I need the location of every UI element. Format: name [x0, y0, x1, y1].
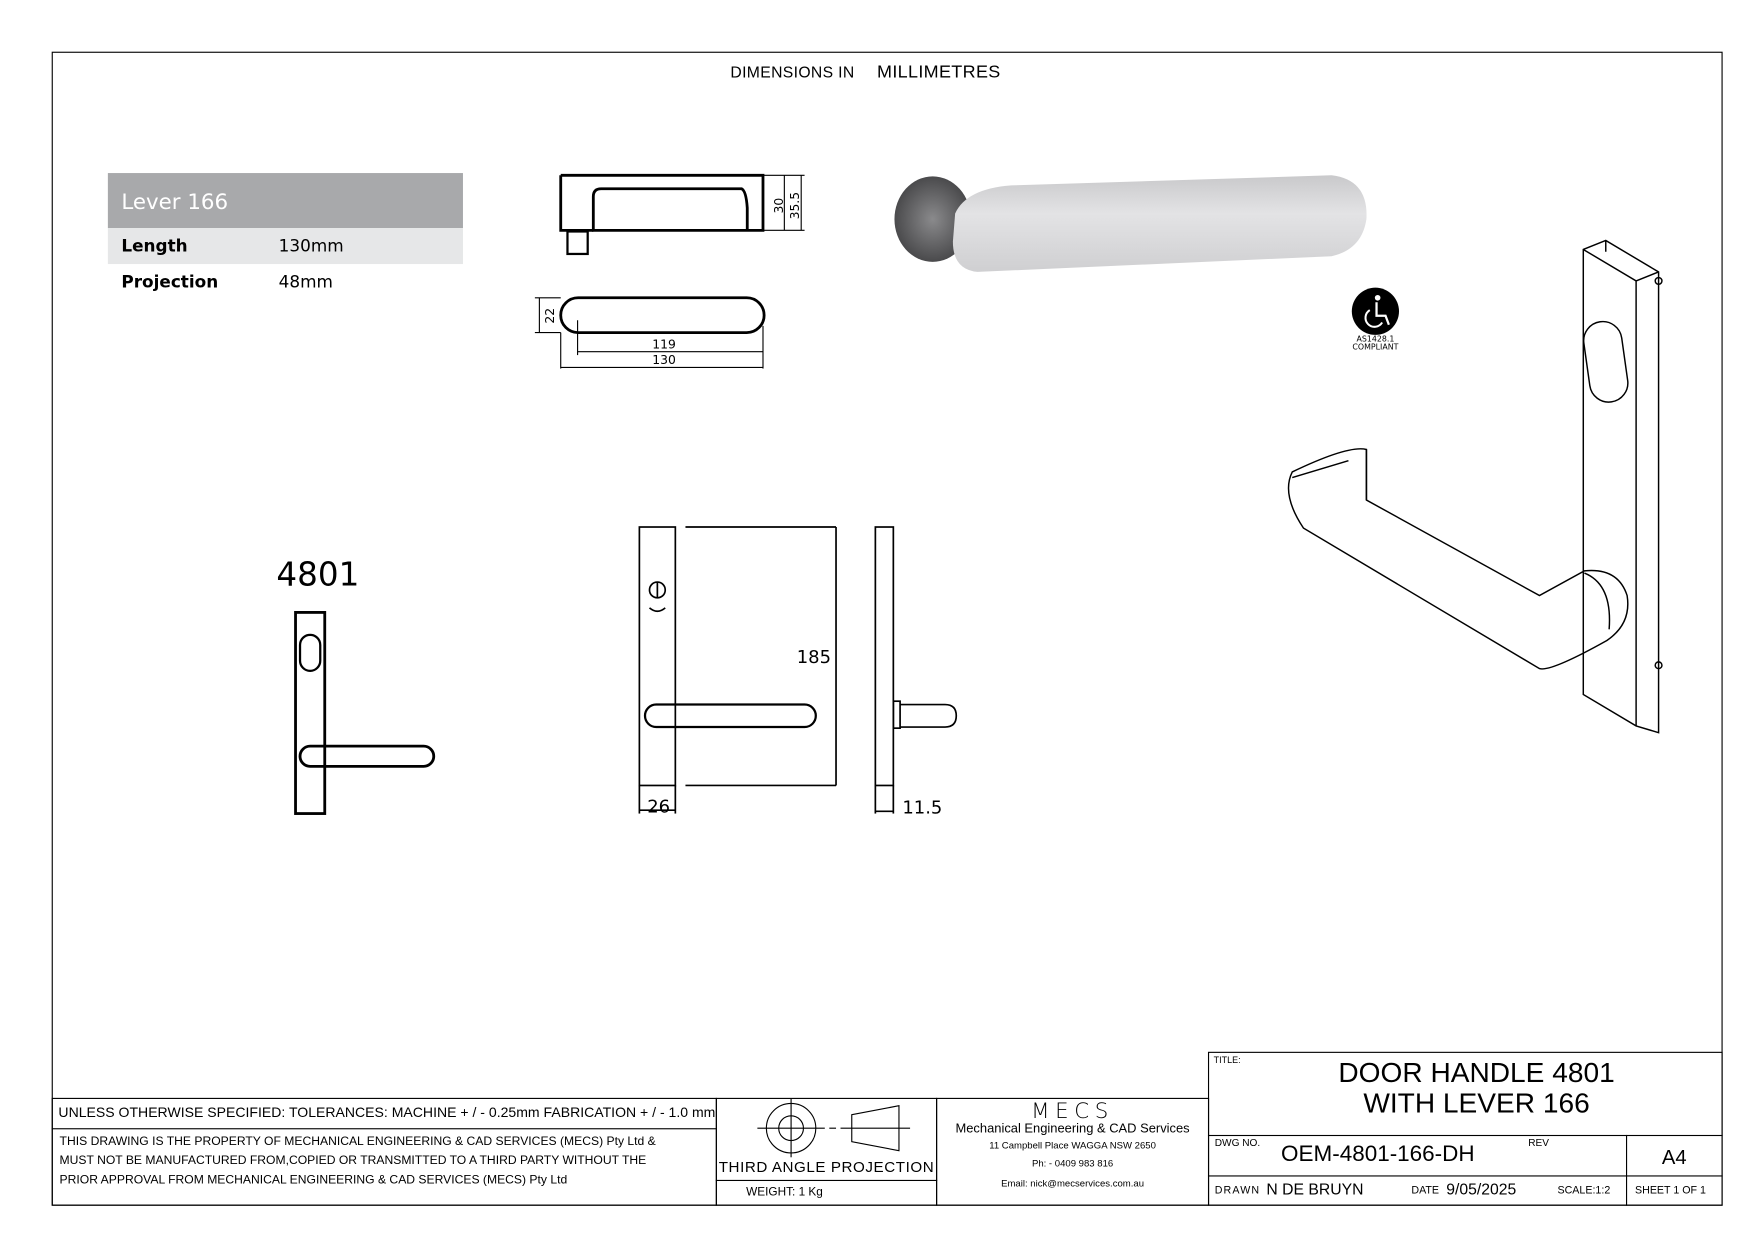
- lever-top-view: [534, 296, 766, 369]
- drawing-title: DOOR HANDLE 4801 WITH LEVER 166: [1230, 1057, 1722, 1120]
- dim-130: 130: [652, 353, 676, 367]
- weight: WEIGHT: 1 Kg: [746, 1185, 823, 1199]
- spec-label: Length: [121, 235, 188, 257]
- units-label: MILLIMETRES: [877, 62, 1001, 83]
- badge-line1: AS1428.1: [1356, 335, 1394, 344]
- divider: [1625, 1134, 1628, 1206]
- dim-185: 185: [797, 647, 831, 668]
- lever-side-view: [559, 173, 805, 256]
- dim-35-5: 35.5: [788, 192, 802, 220]
- dimensions-note: DIMENSIONS IN MILLIMETRES: [730, 63, 1000, 83]
- third-angle-projection-icon: [757, 1098, 911, 1158]
- sheet-size: A4: [1661, 1146, 1687, 1169]
- projection-label: THIRD ANGLE PROJECTION: [718, 1158, 935, 1176]
- spec-label: Projection: [121, 271, 219, 293]
- lever-render-image: [894, 175, 1367, 272]
- title-line2: WITH LEVER 166: [1363, 1087, 1590, 1120]
- spec-row-length: Length 130mm: [107, 228, 463, 265]
- spec-value: 130mm: [278, 235, 344, 257]
- tolerances-note: UNLESS OTHERWISE SPECIFIED: TOLERANCES: …: [51, 1098, 717, 1130]
- drawn-by: N DE BRUYN: [1266, 1179, 1364, 1198]
- date: 9/05/2025: [1446, 1179, 1517, 1198]
- property-notice: THIS DRAWING IS THE PROPERTY OF MECHANIC…: [60, 1133, 656, 1190]
- date-label: DATE: [1411, 1184, 1440, 1197]
- notice-line: PRIOR APPROVAL FROM MECHANICAL ENGINEERI…: [59, 1173, 568, 1187]
- handle-front-view: [638, 526, 837, 814]
- scale: SCALE:1:2: [1557, 1184, 1611, 1197]
- dwg-no-label: DWG NO.: [1214, 1137, 1261, 1149]
- isometric-handle-view: [1287, 239, 1663, 734]
- rev-label: REV: [1528, 1137, 1550, 1149]
- dim-26: 26: [647, 796, 670, 817]
- model-number: 4801: [276, 555, 359, 593]
- company-logo: MECS: [1031, 1098, 1114, 1124]
- drawn-label: DRAWN: [1214, 1184, 1261, 1197]
- divider: [1207, 1134, 1723, 1137]
- dwg-no: OEM-4801-166-DH: [1281, 1141, 1475, 1167]
- company-phone: Ph: - 0409 983 816: [1031, 1157, 1114, 1169]
- company-info: MECS Mechanical Engineering & CAD Servic…: [936, 1099, 1209, 1189]
- company-name: Mechanical Engineering & CAD Services: [955, 1122, 1190, 1137]
- dimensions-label: DIMENSIONS IN: [730, 62, 855, 81]
- wheelchair-accessible-icon: [1351, 287, 1400, 335]
- divider: [1207, 1175, 1723, 1177]
- notice-line: THIS DRAWING IS THE PROPERTY OF MECHANIC…: [59, 1134, 656, 1149]
- spec-title: Lever 166: [107, 173, 463, 229]
- handle-side-view: [874, 526, 958, 814]
- dim-11-5: 11.5: [902, 798, 942, 819]
- handle-front-small: [294, 611, 436, 815]
- company-email: Email: nick@mecservices.com.au: [1001, 1177, 1145, 1189]
- spec-table: Lever 166 Length 130mm Projection 48mm: [107, 173, 463, 300]
- dim-30: 30: [772, 198, 786, 214]
- dim-119: 119: [652, 337, 676, 351]
- sheet-number: SHEET 1 OF 1: [1634, 1184, 1706, 1197]
- dim-22: 22: [543, 308, 557, 324]
- notice-line: MUST NOT BE MANUFACTURED FROM,COPIED OR …: [59, 1154, 647, 1168]
- spec-row-projection: Projection 48mm: [108, 264, 463, 300]
- title-block: [1207, 1051, 1723, 1206]
- spec-value: 48mm: [278, 271, 333, 293]
- title-line1: DOOR HANDLE 4801: [1338, 1057, 1615, 1089]
- divider: [715, 1179, 938, 1182]
- badge-line2: COMPLIANT: [1352, 342, 1398, 351]
- title-label: TITLE:: [1213, 1055, 1241, 1066]
- company-address: 11 Campbell Place WAGGA NSW 2650: [989, 1139, 1156, 1151]
